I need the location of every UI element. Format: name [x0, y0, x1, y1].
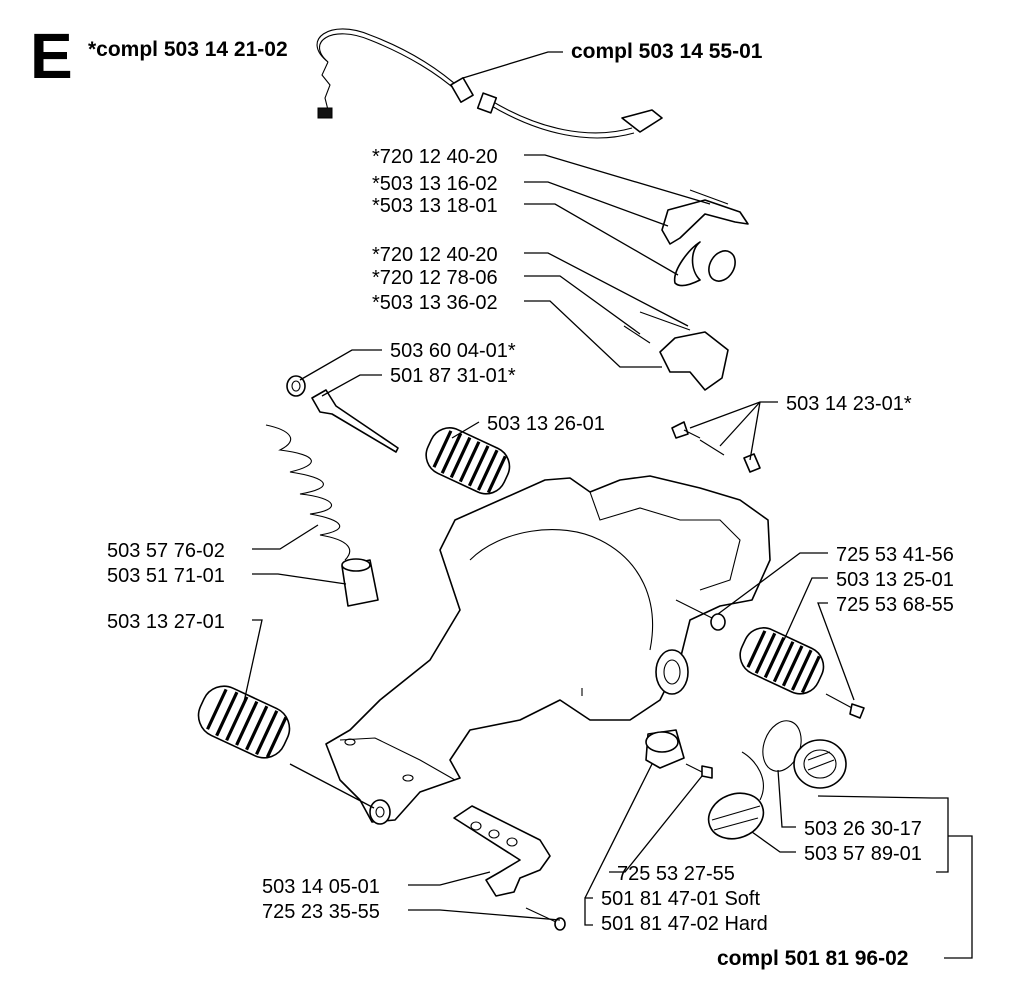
leader-503-57-76-02 [252, 524, 319, 550]
leader-503-14-23-01-c [749, 401, 761, 461]
leader-720-12-40-20-a [524, 154, 711, 205]
label-503-57-76-02: 503 57 76-02 [107, 540, 225, 562]
fuel-hose-drawing [265, 424, 379, 607]
label-503-57-89-01: 503 57 89-01 [804, 843, 922, 865]
grip-left-drawing [197, 685, 291, 759]
label-503-14-23-01: 503 14 23-01* [786, 393, 912, 415]
bolt-right-drawing [675, 599, 726, 631]
throttle-trigger-drawing [623, 189, 749, 391]
label-725-53-68-55: 725 53 68-55 [836, 594, 954, 616]
label-501-87-31-01: 501 87 31-01* [390, 365, 516, 387]
leader-725-53-68-55 [817, 602, 855, 701]
leader-501-81-47-damper [584, 763, 653, 899]
label-503-26-30-17: 503 26 30-17 [804, 818, 922, 840]
label-720-12-40-20-b: *720 12 40-20 [372, 244, 498, 266]
leader-503-13-16-02 [524, 181, 669, 227]
leader-503-57-89-01 [751, 831, 796, 853]
vibration-damper-drawing [645, 729, 713, 779]
section-letter: E [30, 20, 73, 92]
label-503-14-05-01: 503 14 05-01 [262, 876, 380, 898]
leader-501-87-31-01 [321, 374, 382, 397]
bracket-plate-drawing [453, 805, 566, 931]
bracket-compl-501-81-96-02 [944, 835, 973, 959]
leader-725-23-35-55 [408, 909, 561, 921]
label-720-12-40-20-a: *720 12 40-20 [372, 146, 498, 168]
nut-and-pin-drawing [286, 375, 399, 453]
leader-503-26-30-17 [777, 769, 796, 828]
label-720-12-78-06: *720 12 78-06 [372, 267, 498, 289]
leader-501-81-47 [584, 897, 593, 926]
leader-503-14-23-01-b [719, 401, 761, 447]
grip-upper-drawing [425, 427, 511, 495]
grip-left-axis [289, 763, 375, 809]
leader-725-53-27-55 [609, 775, 703, 873]
label-503-13-18-01: *503 13 18-01 [372, 195, 498, 217]
leader-fuel-cap-top [817, 795, 933, 799]
label-501-81-47-01: 501 81 47-01 Soft [601, 888, 760, 910]
leader-503-13-18-01 [524, 203, 679, 276]
rear-handle-body-drawing [325, 475, 771, 825]
leader-503-13-25-01 [783, 577, 828, 641]
leader-725-53-41-56 [717, 552, 828, 615]
label-503-13-25-01: 503 13 25-01 [836, 569, 954, 591]
leader-503-14-05-01 [408, 871, 491, 886]
leader-720-12-40-20-b [524, 252, 689, 327]
label-725-53-27-55: 725 53 27-55 [617, 863, 735, 885]
leader-503-60-04-01 [299, 349, 382, 381]
label-503-13-27-01: 503 13 27-01 [107, 611, 225, 633]
label-725-23-35-55: 725 23 35-55 [262, 901, 380, 923]
bracket-fuel-cap [932, 797, 949, 873]
throttle-cable-drawing [316, 28, 663, 139]
grip-right-drawing [739, 627, 825, 695]
label-725-53-41-56: 725 53 41-56 [836, 544, 954, 566]
fuel-cap-drawing [707, 720, 847, 840]
screw-set-drawing [671, 421, 761, 473]
label-compl-503-14-55-01: compl 503 14 55-01 [571, 40, 763, 63]
leader-compl-503-14-55-01 [462, 51, 563, 79]
label-503-51-71-01: 503 51 71-01 [107, 565, 225, 587]
label-compl-501-81-96-02: compl 501 81 96-02 [717, 947, 908, 970]
leader-503-13-36-02 [524, 300, 662, 368]
leader-503-51-71-01 [252, 573, 347, 585]
leader-720-12-78-06 [524, 275, 641, 335]
screw-right-drawing [825, 693, 865, 719]
leader-503-14-23-01-a [689, 401, 778, 429]
leader-503-13-27-01 [243, 619, 263, 703]
label-compl-503-14-21-02: *compl 503 14 21-02 [88, 38, 288, 61]
leader-503-13-26-01 [451, 421, 480, 439]
label-503-13-16-02: *503 13 16-02 [372, 173, 498, 195]
label-501-81-47-02: 501 81 47-02 Hard [601, 913, 768, 935]
label-503-13-26-01: 503 13 26-01 [487, 413, 605, 435]
label-503-13-36-02: *503 13 36-02 [372, 292, 498, 314]
label-503-60-04-01: 503 60 04-01* [390, 340, 516, 362]
